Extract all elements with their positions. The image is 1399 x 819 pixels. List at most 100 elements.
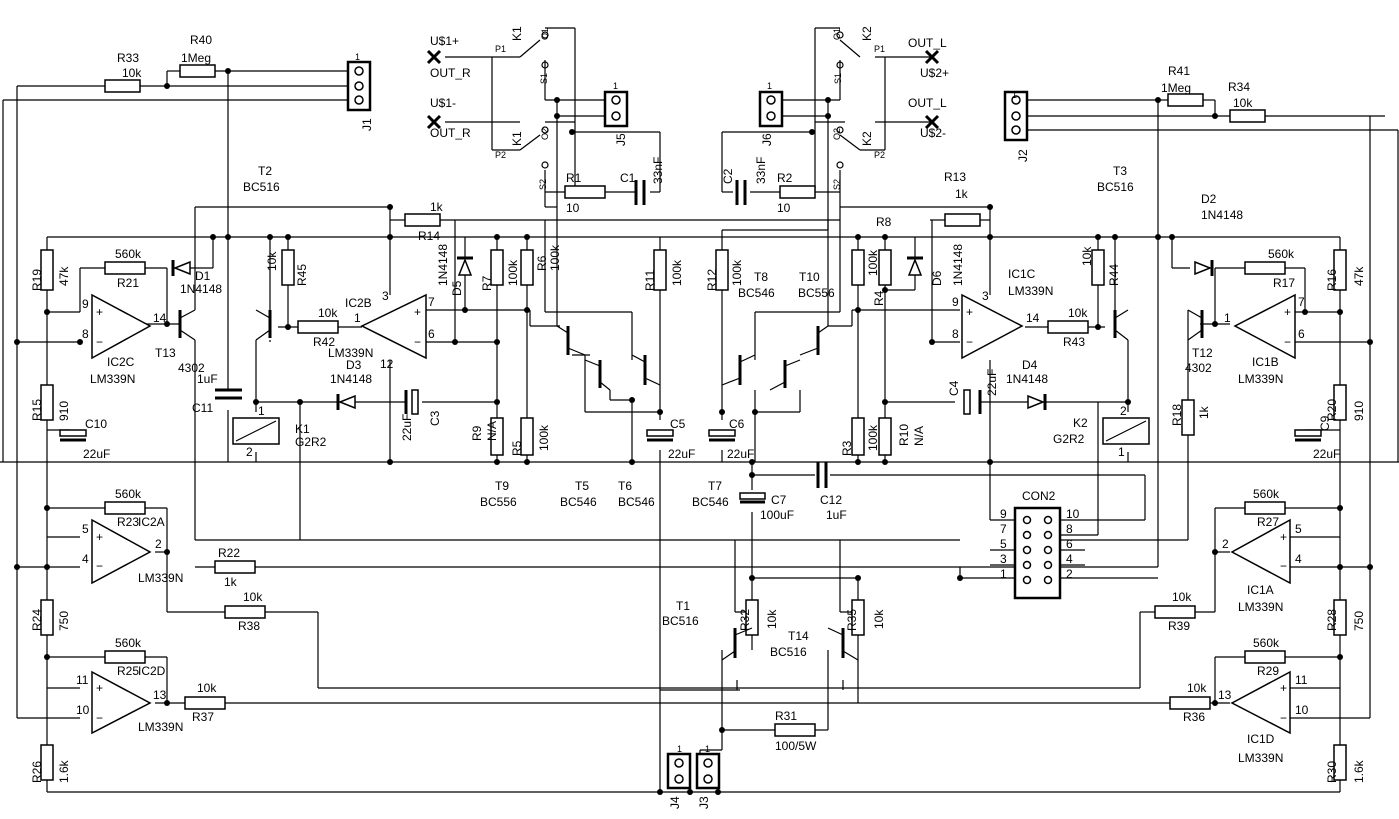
label-R36v: 10k xyxy=(1187,681,1207,695)
label-R33: R33 xyxy=(117,51,139,65)
pin-ic2b-1: 1 xyxy=(354,311,361,325)
label-T2: T2 xyxy=(258,164,272,178)
label-C5: C5 xyxy=(670,417,686,431)
label-IC1B: IC1B xyxy=(1252,355,1279,369)
label-R44v: 10k xyxy=(1080,246,1094,266)
label-T12v: 4302 xyxy=(1185,361,1212,375)
label-O2a: O2 xyxy=(540,128,550,140)
label-R15: R15 xyxy=(30,399,44,421)
label-R12: R12 xyxy=(705,269,719,291)
label-R18v: 1k xyxy=(1197,405,1211,419)
label-J3: J3 xyxy=(697,796,711,809)
svg-text:−: − xyxy=(96,711,103,725)
label-J3p1: 1 xyxy=(705,744,710,754)
pin-ic2b-7: 7 xyxy=(428,295,435,309)
op-amps: +− +− +− +− +− +− +− +− xyxy=(91,293,1296,735)
pin-con2-1: 1 xyxy=(1000,567,1007,581)
label-R21: R21 xyxy=(117,276,139,290)
label-T12: T12 xyxy=(1192,346,1213,360)
label-K2v: G2R2 xyxy=(1053,432,1085,446)
pin-ic2d-11: 11 xyxy=(76,673,89,687)
label-R27v: 560k xyxy=(1253,487,1280,501)
label-U1p: U$1+ xyxy=(430,34,459,48)
label-C3v: 22uF xyxy=(400,414,414,441)
label-C9v: 22uF xyxy=(1313,447,1340,461)
label-C11: C11 xyxy=(192,401,213,415)
label-T5v: BC546 xyxy=(560,495,597,509)
label-T8v: BC546 xyxy=(738,286,775,300)
pin-con2-2: 2 xyxy=(1066,567,1073,581)
pin-ic1d-13: 13 xyxy=(1218,688,1232,702)
component-labels: R33 10k R40 1Meg J1 1 R41 1Meg R34 10k J… xyxy=(30,26,1366,809)
pin-ic1c-3: 3 xyxy=(982,289,989,303)
label-K2c: K2 xyxy=(1073,416,1088,430)
label-S1b: S1 xyxy=(833,73,843,84)
svg-text:−: − xyxy=(414,335,421,349)
label-R27: R27 xyxy=(1257,515,1279,529)
label-P2a: P2 xyxy=(495,150,506,160)
label-J6p1: 1 xyxy=(767,81,772,91)
label-R32v: 10k xyxy=(765,609,779,629)
label-T7: T7 xyxy=(708,479,722,493)
label-R16: R16 xyxy=(1325,269,1339,291)
label-R30: R30 xyxy=(1325,761,1339,783)
label-C4: C4 xyxy=(947,380,961,396)
label-R43v: 10k xyxy=(1068,306,1088,320)
pin-k1-2: 2 xyxy=(246,445,253,459)
label-R15v: 910 xyxy=(57,401,71,421)
label-R28v: 750 xyxy=(1352,611,1366,631)
svg-text:−: − xyxy=(96,559,103,573)
label-R6v: 100k xyxy=(548,244,562,271)
svg-text:+: + xyxy=(414,305,421,319)
pin-con2-4: 4 xyxy=(1066,552,1073,566)
label-OUTL2: OUT_L xyxy=(908,96,947,110)
label-R19: R19 xyxy=(30,269,44,291)
label-R42: R42 xyxy=(313,335,335,349)
pin-ic2b-3: 3 xyxy=(382,289,389,303)
label-IC2C: IC2C xyxy=(107,355,135,369)
diodes xyxy=(171,256,1214,410)
label-R3v: 100k xyxy=(866,424,880,451)
label-IC1Dv: LM339N xyxy=(1238,751,1283,765)
label-T6: T6 xyxy=(618,479,632,493)
label-R17: R17 xyxy=(1273,276,1295,290)
label-R42v: 10k xyxy=(318,306,338,320)
pin-ic2a-5: 5 xyxy=(82,522,89,536)
label-R18: R18 xyxy=(1170,404,1184,426)
pin-ic2a-4: 4 xyxy=(82,552,89,566)
label-D2v: 1N4148 xyxy=(1201,208,1243,222)
pin-ic1b-1: 1 xyxy=(1224,311,1231,325)
label-R11v: 100k xyxy=(670,259,684,286)
label-R35v: 10k xyxy=(872,609,886,629)
label-R33v: 10k xyxy=(122,66,142,80)
label-R14: R14 xyxy=(418,229,440,243)
label-R2v: 10 xyxy=(777,201,791,215)
label-R31v: 100/5W xyxy=(775,739,817,753)
label-T14: T14 xyxy=(788,629,809,643)
label-R16v: 47k xyxy=(1352,266,1366,286)
label-R1: R1 xyxy=(566,171,582,185)
label-C6v: 22uF xyxy=(727,447,754,461)
pin-ic1c-9: 9 xyxy=(952,295,959,309)
label-U2p: U$2+ xyxy=(920,66,949,80)
label-IC1A: IC1A xyxy=(1247,583,1274,597)
label-P1a: P1 xyxy=(495,44,506,54)
label-C7: C7 xyxy=(771,493,787,507)
label-T3v: BC516 xyxy=(1097,180,1134,194)
label-R39: R39 xyxy=(1168,619,1190,633)
svg-text:+: + xyxy=(1280,681,1287,695)
label-R10: R10 xyxy=(897,424,911,446)
label-OUTR1: OUT_R xyxy=(430,66,471,80)
label-IC1Bv: LM339N xyxy=(1238,372,1283,386)
label-R22v: 1k xyxy=(224,575,238,589)
svg-text:−: − xyxy=(1280,559,1287,573)
pin-ic1b-6: 6 xyxy=(1298,327,1305,341)
label-C12: C12 xyxy=(820,493,842,507)
pin-con2-3: 3 xyxy=(1000,552,1007,566)
relay-coils xyxy=(232,417,1150,445)
pin-con2-5: 5 xyxy=(1000,537,1007,551)
label-T14v: BC516 xyxy=(770,645,807,659)
svg-text:−: − xyxy=(1280,711,1287,725)
label-K1v: G2R2 xyxy=(295,435,327,449)
label-R9: R9 xyxy=(470,425,484,441)
